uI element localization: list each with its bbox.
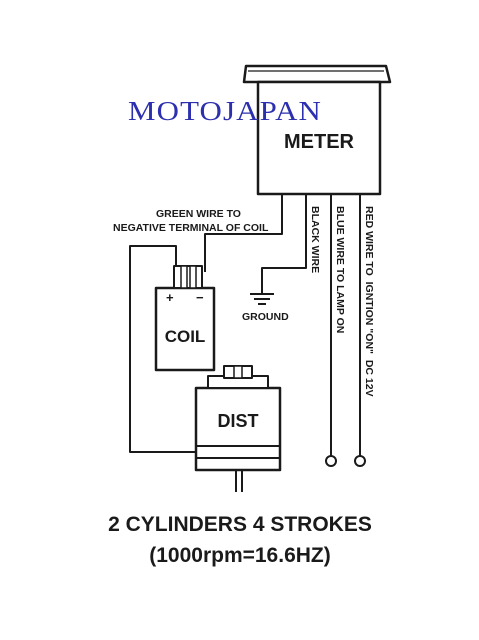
distributor <box>194 365 282 492</box>
blue-wire-terminal <box>325 455 337 467</box>
red-wire-terminal <box>354 455 366 467</box>
black-wire-label: BLACK WIRE <box>309 206 321 273</box>
black-wire <box>261 194 307 294</box>
dist-label: DIST <box>217 411 258 431</box>
ground-symbol <box>250 293 274 305</box>
ground-label: GROUND <box>242 311 289 323</box>
coil-plus-sign: + <box>166 290 174 305</box>
coil-label: COIL <box>165 327 206 346</box>
coil-minus-sign: − <box>196 290 204 305</box>
coil <box>154 265 216 372</box>
caption-line2: (1000rpm=16.6HZ) <box>149 544 331 567</box>
green-wire-label-line2: NEGATIVE TERMINAL OF COIL <box>113 222 269 234</box>
coil-dist-wire <box>129 245 236 453</box>
meter-label: METER <box>284 131 355 153</box>
caption-line1: 2 CYLINDERS 4 STROKES <box>108 513 372 536</box>
blue-wire-label: BLUE WIRE TO LAMP ON <box>334 206 346 333</box>
red-wire-label: RED WIRE TO IGNTION "ON" DC 12V <box>363 206 375 397</box>
meter <box>242 64 392 196</box>
green-wire <box>204 194 283 272</box>
green-wire-label-line1: GREEN WIRE TO <box>156 208 241 220</box>
watermark-motojapan: MOTOJAPAN <box>128 96 322 126</box>
